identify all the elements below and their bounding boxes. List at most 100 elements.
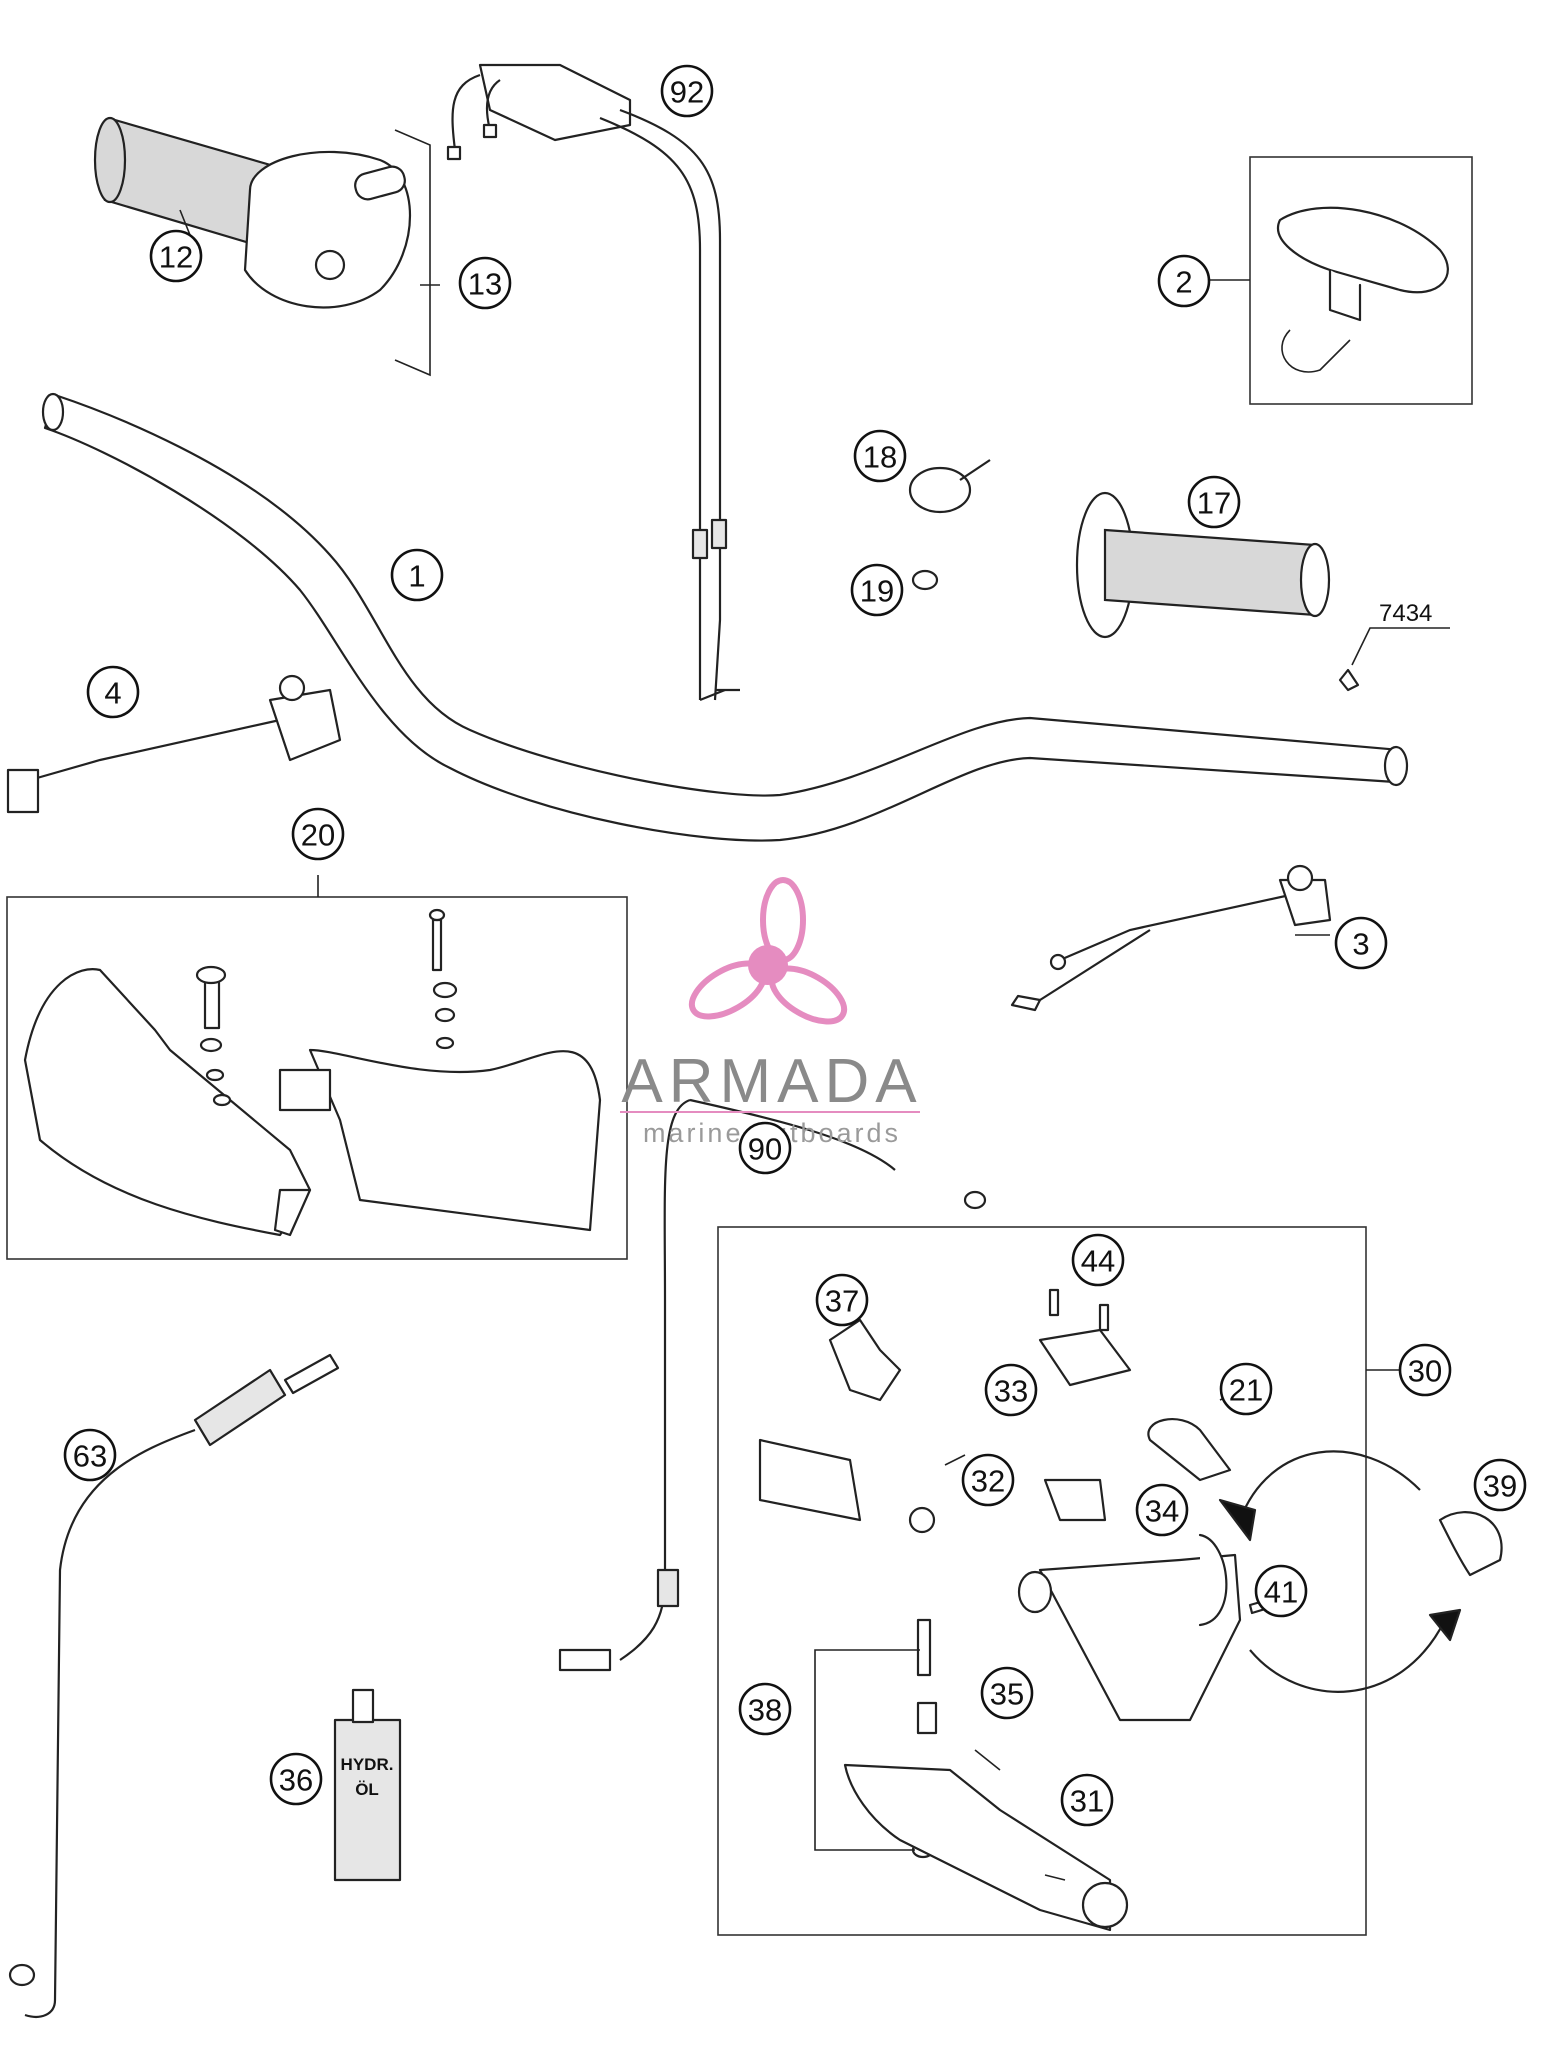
callout-circle (1060, 1773, 1114, 1827)
callout-30: 30 (1398, 1343, 1452, 1397)
callout-37: 37 (815, 1273, 869, 1327)
callout-circle (1473, 1458, 1527, 1512)
callout-41: 41 (1254, 1564, 1308, 1618)
callout-number: 18 (863, 440, 897, 475)
throttle-cables (446, 63, 740, 702)
handguards (23, 908, 602, 1237)
watermark: ARMADA marine outboards (620, 877, 922, 1148)
callout-circle (850, 563, 904, 617)
kit-box-20 (6, 896, 628, 1260)
clutch-master-cylinder-kit (758, 1288, 1503, 1932)
left-grip (1075, 491, 1331, 639)
callout-circle (291, 807, 345, 861)
callout-39: 39 (1473, 1458, 1527, 1512)
callout-number: 39 (1483, 1469, 1517, 1504)
callout-number: 13 (468, 267, 502, 302)
bottle-label-line1: HYDR. (341, 1755, 394, 1774)
part-code-leader (1351, 627, 1450, 666)
callout-19: 19 (850, 563, 904, 617)
propeller-logo (688, 877, 848, 1025)
callout-number: 41 (1264, 1575, 1298, 1610)
callout-circle (1334, 916, 1388, 970)
callout-circle (815, 1273, 869, 1327)
handlebar-pad-clip (1277, 206, 1449, 373)
callout-circle (1135, 1483, 1189, 1537)
callout-circle (1187, 475, 1241, 529)
hydraulic-oil-bottle: HYDR. ÖL (333, 1688, 402, 1882)
kit-box-30 (717, 1226, 1367, 1936)
callout-circle (458, 256, 512, 310)
callout-63: 63 (63, 1428, 117, 1482)
callouts: 1234121317181920213031323334353637383941… (63, 64, 1527, 1827)
callout-number: 31 (1070, 1784, 1104, 1819)
bottle-label-line2: ÖL (355, 1780, 379, 1799)
callout-92: 92 (660, 64, 714, 118)
callout-17: 17 (1187, 475, 1241, 529)
watermark-title: ARMADA (621, 1047, 922, 1116)
callout-90: 90 (738, 1121, 792, 1175)
callout-number: 38 (748, 1693, 782, 1728)
callout-number: 19 (860, 574, 894, 609)
callout-32: 32 (961, 1453, 1015, 1507)
callout-12: 12 (149, 229, 203, 283)
callout-number: 32 (971, 1464, 1005, 1499)
callout-circle (63, 1428, 117, 1482)
cable-tie (908, 459, 991, 514)
callout-circle (984, 1363, 1038, 1417)
throttle-grip (93, 116, 431, 377)
callout-circle (980, 1666, 1034, 1720)
callout-38: 38 (738, 1682, 792, 1736)
callout-circle (1071, 1233, 1125, 1287)
clutch-cable (558, 1098, 987, 1672)
callout-number: 44 (1081, 1244, 1115, 1279)
callout-circle (269, 1752, 323, 1806)
callout-44: 44 (1071, 1233, 1125, 1287)
callout-34: 34 (1135, 1483, 1189, 1537)
callout-circle (86, 665, 140, 719)
end-cap (1338, 668, 1360, 692)
callout-number: 3 (1352, 927, 1369, 962)
callout-number: 2 (1175, 265, 1192, 300)
callout-number: 63 (73, 1439, 107, 1474)
callout-number: 20 (301, 818, 335, 853)
callout-circle (1398, 1343, 1452, 1397)
callout-number: 37 (825, 1284, 859, 1319)
callout-number: 1 (408, 559, 425, 594)
callout-4: 4 (86, 665, 140, 719)
callout-number: 17 (1197, 486, 1231, 521)
callout-circle (961, 1453, 1015, 1507)
callout-36: 36 (269, 1752, 323, 1806)
kill-switch-right (1010, 864, 1332, 1012)
callout-circle (660, 64, 714, 118)
part-code-7434: 7434 (1379, 600, 1432, 627)
callout-circle (1157, 254, 1211, 308)
callout-number: 36 (279, 1763, 313, 1798)
callout-number: 21 (1229, 1373, 1263, 1408)
callout-circle (738, 1682, 792, 1736)
callout-number: 92 (670, 75, 704, 110)
callout-3: 3 (1334, 916, 1388, 970)
callout-number: 4 (104, 676, 121, 711)
brake-hose (8, 1353, 340, 2018)
nut (911, 569, 939, 591)
callout-20: 20 (291, 807, 345, 861)
callout-35: 35 (980, 1666, 1034, 1720)
callout-1: 1 (390, 548, 444, 602)
handlebar (41, 392, 1409, 842)
callout-31: 31 (1060, 1773, 1114, 1827)
callout-circle (149, 229, 203, 283)
callout-number: 90 (748, 1132, 782, 1167)
callout-number: 30 (1408, 1354, 1442, 1389)
callout-21: 21 (1219, 1362, 1273, 1416)
callout-number: 35 (990, 1677, 1024, 1712)
callout-number: 12 (159, 240, 193, 275)
kill-switch-left (6, 674, 342, 814)
callout-number: 34 (1145, 1494, 1179, 1529)
callout-18: 18 (853, 429, 907, 483)
callout-circle (853, 429, 907, 483)
callout-circle (390, 548, 444, 602)
callout-circle (738, 1121, 792, 1175)
callout-number: 33 (994, 1374, 1028, 1409)
callout-circle (1254, 1564, 1308, 1618)
